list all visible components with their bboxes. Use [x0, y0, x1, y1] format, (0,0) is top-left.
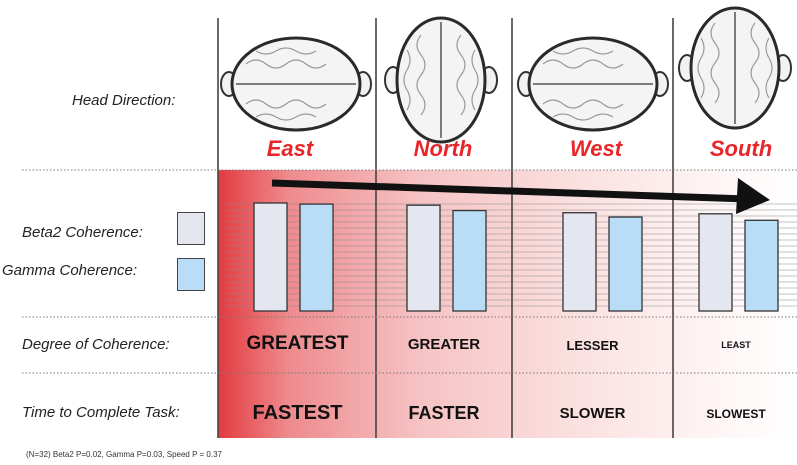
gamma-bar-west [608, 216, 643, 312]
time-label-west: SLOWER [559, 405, 626, 422]
beta2-bar-south [698, 213, 733, 312]
brain-icon-south [678, 6, 792, 130]
row-label-beta2: Beta2 Coherence: [22, 224, 143, 241]
direction-label-west: West [569, 136, 623, 161]
degree-label-east: GREATEST [246, 333, 349, 354]
direction-label-east: East [266, 136, 314, 161]
gamma-bar-south [744, 219, 779, 312]
brain-icon-east [220, 36, 372, 132]
row-label-degree: Degree of Coherence: [22, 336, 170, 353]
brain-icon-north [384, 16, 498, 144]
degree-label-south: LEAST [721, 340, 751, 350]
gamma-bar-north [452, 209, 487, 312]
beta2-swatch [177, 212, 205, 245]
gamma-bar-east [299, 203, 334, 312]
row-label-gamma: Gamma Coherence: [2, 262, 138, 279]
time-label-south: SLOWEST [706, 407, 766, 421]
coherence-bars [253, 202, 779, 312]
footnote: (N=32) Beta2 P=0.02, Gamma P=0.03, Speed… [26, 450, 222, 459]
trend-arrow-shaft [271, 179, 749, 203]
beta2-bar-east [253, 202, 288, 312]
brain-icon-west [517, 36, 669, 132]
beta2-bar-west [562, 212, 597, 312]
time-label-east: FASTEST [252, 402, 343, 424]
direction-label-south: South [709, 136, 773, 161]
time-label-north: FASTER [408, 403, 480, 423]
direction-label-north: North [413, 136, 473, 161]
row-label-time: Time to Complete Task: [22, 404, 180, 421]
row-label-head-direction: Head Direction: [72, 92, 176, 109]
column-separators [217, 18, 674, 438]
degree-label-west: LESSER [566, 338, 619, 353]
degree-label-north: GREATER [407, 336, 481, 353]
beta2-bar-north [406, 204, 441, 312]
gamma-swatch [177, 258, 205, 291]
trend-arrow-head [736, 178, 770, 214]
